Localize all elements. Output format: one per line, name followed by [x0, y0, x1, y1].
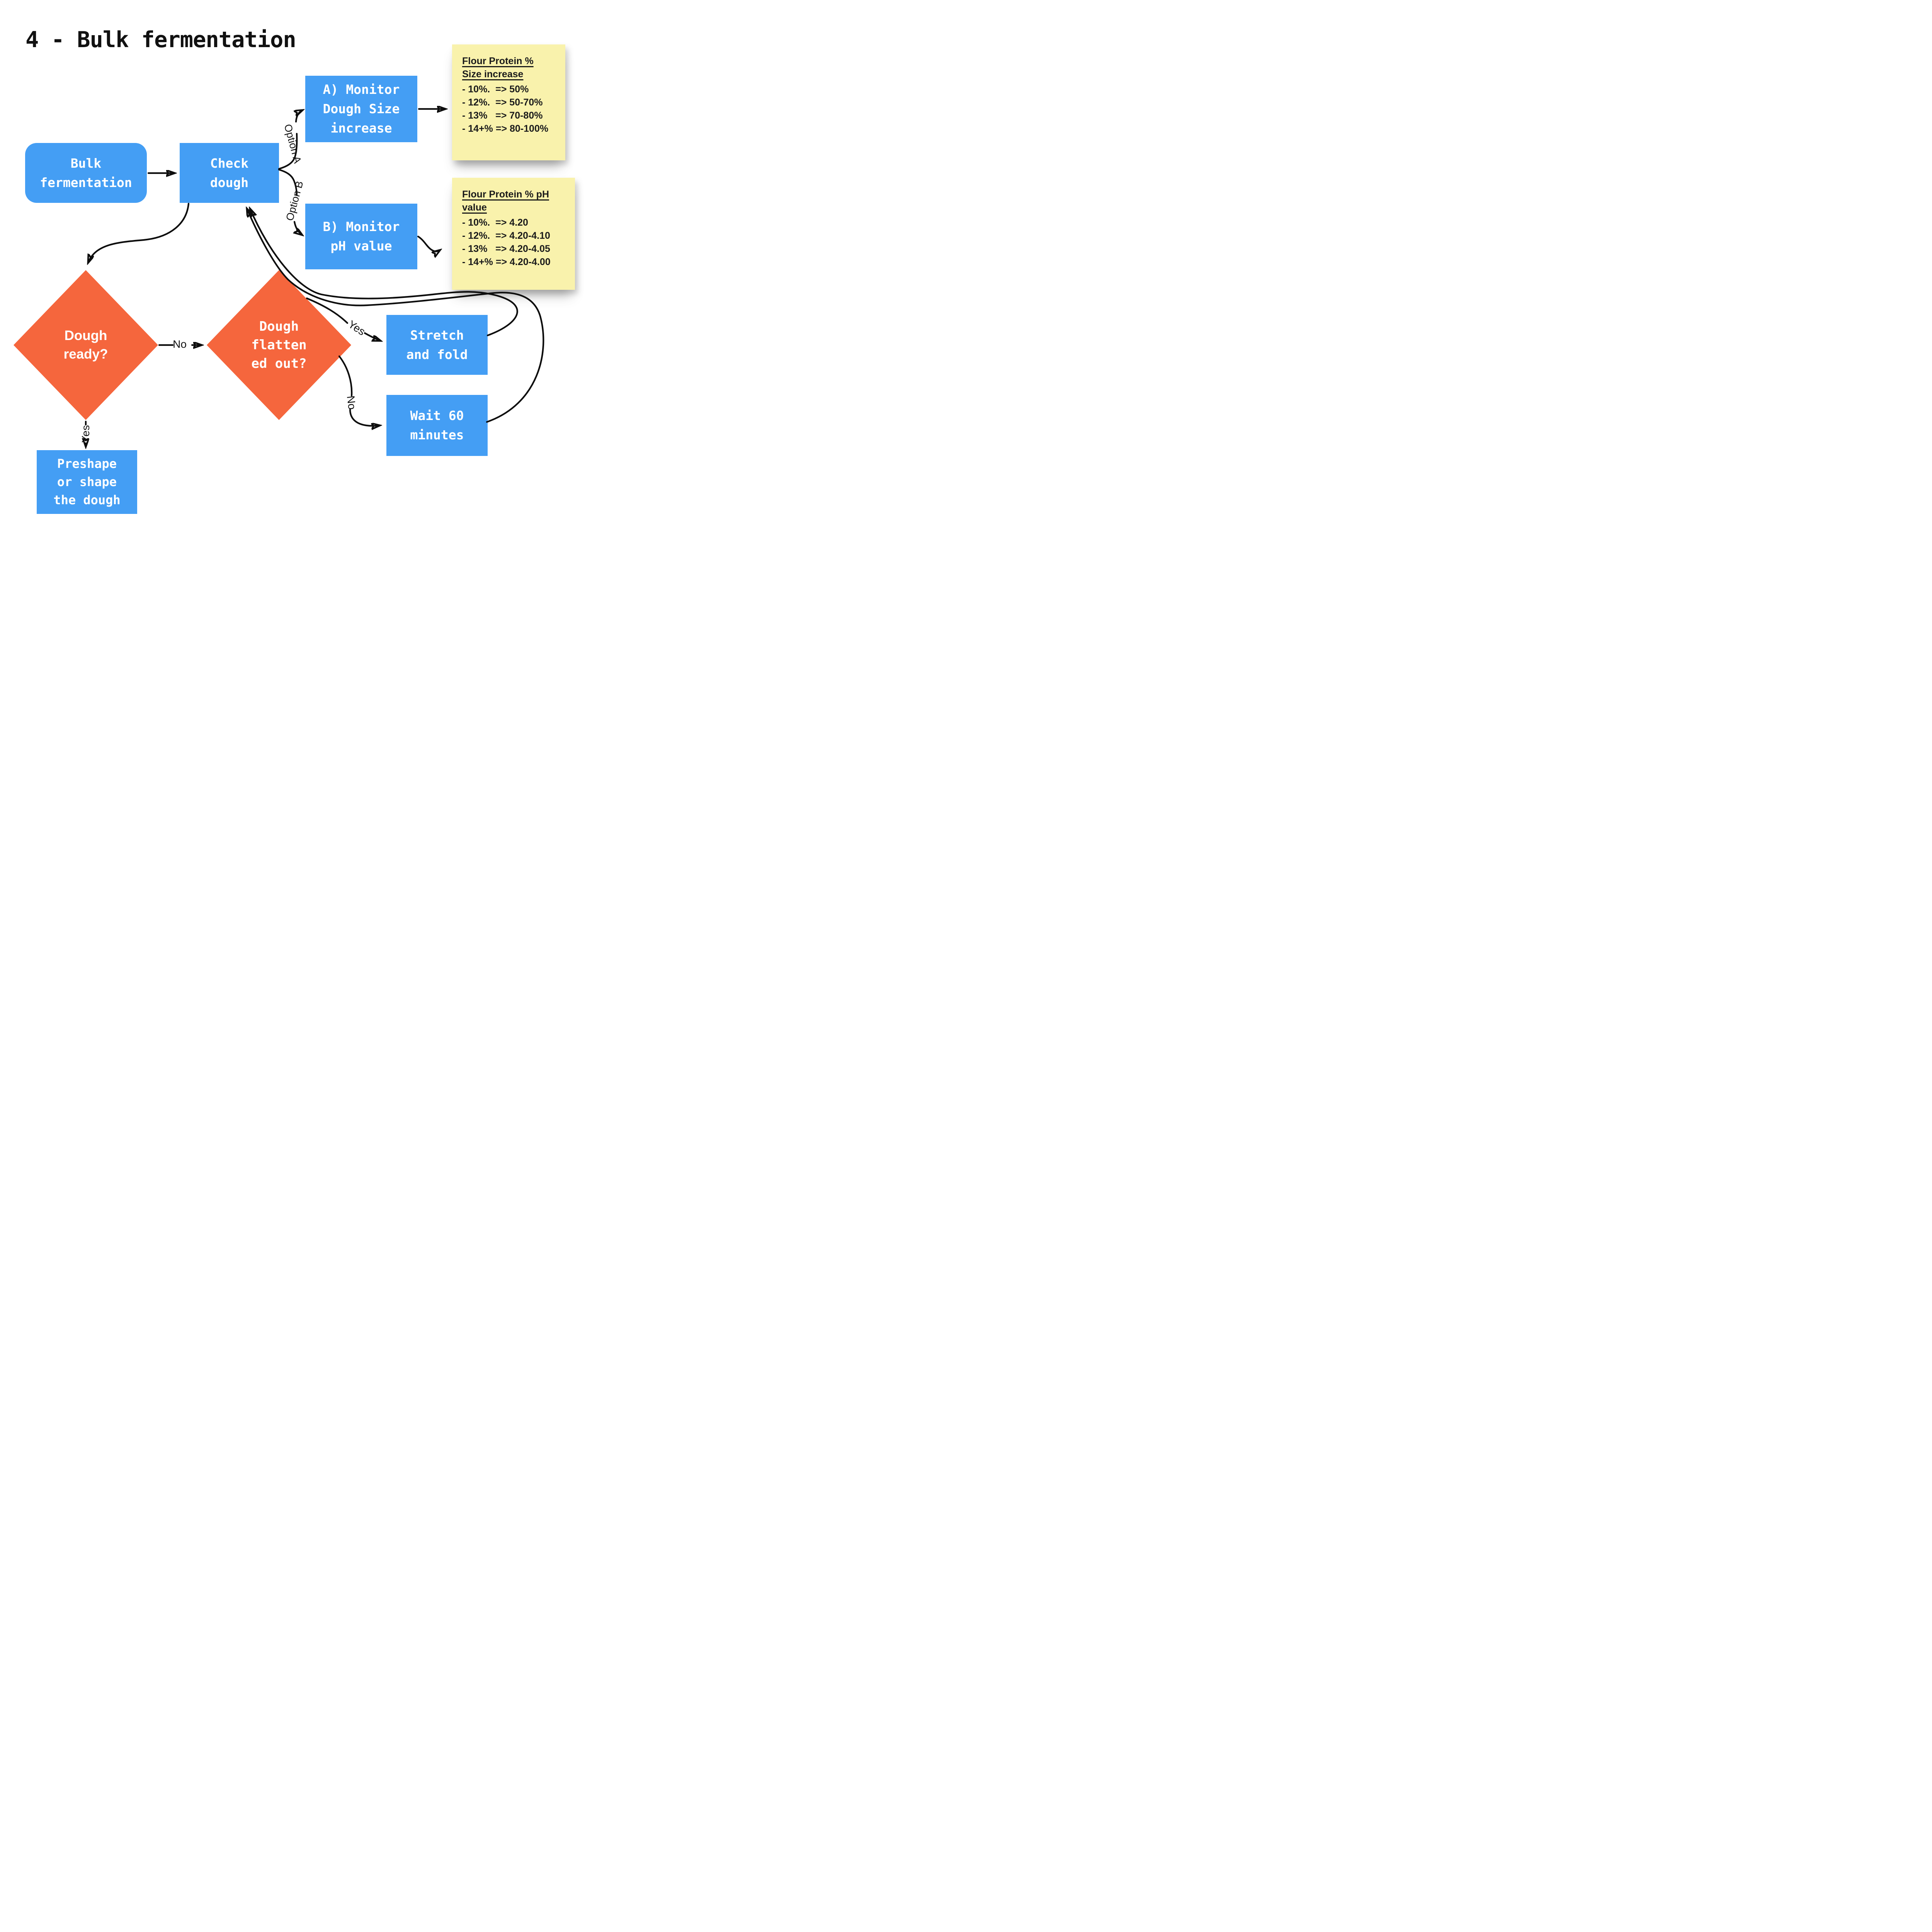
decision-dough-flattened: Dough flatten ed out? [207, 270, 351, 420]
sticky-note-size-increase: Flour Protein % Size increase - 10%. => … [452, 44, 565, 160]
flowchart-canvas: 4 - Bulk fermentation Flour Protein % Si… [0, 0, 597, 535]
edge-option-b-curve-arrow [294, 221, 302, 235]
node-label: Stretch and fold [406, 327, 468, 362]
edge-boxb-to-note2 [417, 235, 440, 252]
note-row: - 13% => 4.20-4.05 [462, 243, 550, 254]
node-label: Bulk fermentation [40, 155, 132, 190]
edge-label-no: No [344, 395, 359, 410]
node-preshape-dough: Preshape or shape the dough [37, 450, 137, 514]
decision-label: Dough ready? [63, 328, 108, 362]
node-wait-60-minutes: Wait 60 minutes [386, 395, 488, 456]
note-heading: Flour Protein % Size increase [462, 56, 534, 80]
node-label: Preshape or shape the dough [53, 456, 121, 507]
node-monitor-ph-value: B) Monitor pH value [305, 204, 417, 269]
sticky-note-ph-value: Flour Protein % pH value - 10%. => 4.20 … [452, 178, 575, 290]
decision-label: Dough flatten ed out? [251, 319, 307, 371]
page-title: 4 - Bulk fermentation [26, 27, 296, 53]
edge-label-option-b: Option B [284, 180, 306, 222]
edge-check-to-ready [88, 202, 190, 263]
node-bulk-fermentation: Bulk fermentation [25, 143, 147, 203]
note-row: - 10%. => 4.20 [462, 217, 528, 228]
edge-option-a-curve-arrow [296, 110, 303, 123]
note-row: - 12%. => 4.20-4.10 [462, 230, 550, 241]
edge-yes2-arrow [364, 332, 381, 341]
note-row: - 13% => 70-80% [462, 110, 543, 121]
note-row: - 10%. => 50% [462, 84, 529, 95]
note-row: - 14+% => 4.20-4.00 [462, 257, 551, 267]
node-label: Check dough [210, 155, 249, 190]
node-check-dough: Check dough [180, 143, 279, 203]
node-stretch-and-fold: Stretch and fold [386, 315, 488, 375]
edge-no2-line [338, 355, 353, 397]
edge-label-yes: Yes [346, 318, 367, 338]
edge-label-yes: Yes [80, 425, 92, 443]
note-row: - 14+% => 80-100% [462, 123, 549, 134]
node-label: A) Monitor Dough Size increase [323, 82, 400, 136]
edge-label-no: No [173, 338, 187, 350]
decision-dough-ready: Dough ready? [14, 270, 158, 420]
edge-no2-arrow [349, 408, 380, 426]
edge-label-option-a: Option A [282, 122, 304, 165]
node-monitor-dough-size: A) Monitor Dough Size increase [305, 76, 417, 142]
note-row: - 12%. => 50-70% [462, 97, 543, 108]
note-heading: Flour Protein % pH value [462, 189, 549, 213]
node-label: Wait 60 minutes [410, 408, 464, 442]
node-label: B) Monitor pH value [323, 219, 400, 253]
